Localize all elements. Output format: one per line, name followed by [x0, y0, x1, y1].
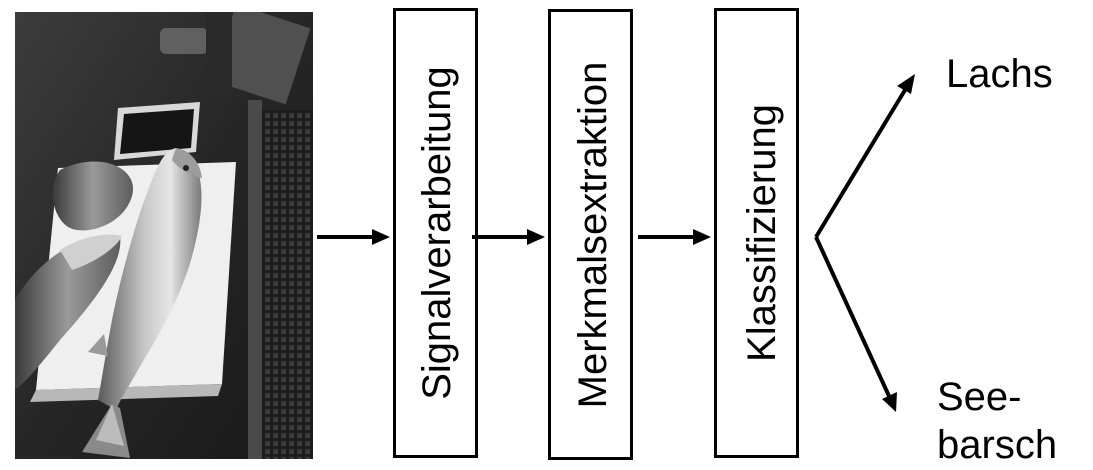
stage-signal-processing-label: Signalverarbeitung	[415, 66, 459, 400]
output-label-salmon: Lachs	[946, 52, 1053, 96]
salmon-photo	[15, 12, 313, 459]
arrow-to-feature-extraction	[472, 229, 545, 245]
stage-classification: Klassifizierung	[714, 8, 799, 458]
stage-feature-extraction: Merkmalsextraktion	[548, 9, 633, 460]
stage-classification-label: Klassifizierung	[740, 104, 784, 362]
arrow-to-sea-bass	[814, 236, 897, 412]
arrow-to-classification	[638, 229, 711, 245]
arrow-to-signal-processing	[317, 229, 390, 245]
output-label-sea-bass-line2: barsch	[937, 423, 1057, 467]
stage-feature-extraction-label: Merkmalsextraktion	[571, 62, 615, 409]
stage-signal-processing: Signalverarbeitung	[393, 8, 478, 458]
output-label-sea-bass-line1: See-	[937, 375, 1022, 419]
arrow-to-salmon	[814, 74, 915, 239]
